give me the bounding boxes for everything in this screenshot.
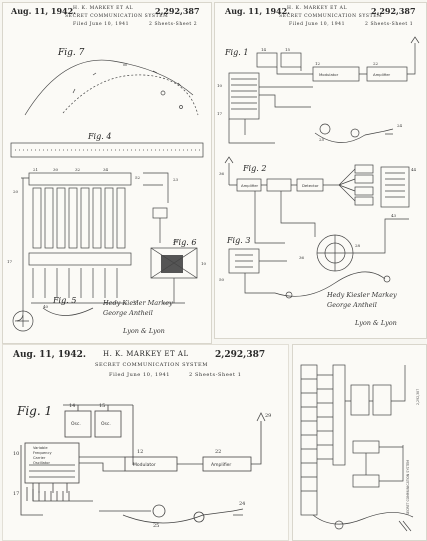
sheet-date: Aug. 11, 1942. <box>13 350 87 360</box>
block-osc-1-label: Osc. <box>71 421 81 427</box>
patent-sheet-2: Aug. 11, 1942. H. K. MARKEY ET AL 2,292,… <box>2 2 212 344</box>
fig-4-label: Fig. 4 <box>87 132 111 141</box>
svg-text:14: 14 <box>69 403 75 409</box>
block-amplifier-label: Amplifier <box>373 72 391 77</box>
rotated-number: 2,292,387 <box>416 389 420 405</box>
block-osc-2-label: Osc. <box>101 421 111 427</box>
patent-number: 2,292,387 <box>155 6 200 16</box>
sheet-inventors: H. K. MARKEY ET AL <box>287 6 348 11</box>
svg-text:15: 15 <box>99 403 105 409</box>
patent-sheet-rotated-partial: SECRET COMMUNICATION SYSTEM 2,292,387 <box>292 344 427 541</box>
sheet-inventors: H. K. MARKEY ET AL <box>73 6 134 11</box>
patent-drawing-rotated: SECRET COMMUNICATION SYSTEM 2,292,387 <box>300 364 420 532</box>
svg-text:43: 43 <box>391 213 397 218</box>
svg-text:36: 36 <box>219 171 225 176</box>
svg-text:28: 28 <box>355 243 361 248</box>
patent-sheet-1-enlarged: Aug. 11, 1942. H. K. MARKEY ET AL 2,292,… <box>2 344 289 541</box>
inventor-signature-1: Hedy Kiesler Markey <box>102 299 173 307</box>
sheets-note: 2 Sheets-Sheet 1 <box>365 22 414 27</box>
block-amplifier-2-label: Amplifier <box>241 183 259 188</box>
fig-1-label: Fig. 1 <box>16 404 52 418</box>
svg-text:32: 32 <box>75 167 81 172</box>
svg-text:10: 10 <box>217 83 223 88</box>
svg-text:17: 17 <box>7 259 13 264</box>
sheet-filed: Filed June 10, 1941 <box>73 22 130 27</box>
patent-number: 2,292,387 <box>215 350 266 360</box>
variable-oscillator-line-3: Carrier <box>33 456 46 460</box>
fig-6-label: Fig. 6 <box>172 238 196 247</box>
svg-text:20: 20 <box>13 189 19 194</box>
sheet-inventors: H. K. MARKEY ET AL <box>103 350 189 358</box>
attorney-signature: Lyon & Lyon <box>122 327 165 335</box>
svg-text:15: 15 <box>285 47 291 52</box>
svg-text:22: 22 <box>215 449 221 455</box>
svg-text:10: 10 <box>13 451 19 457</box>
sheets-note: 2 Sheets-Sheet 2 <box>149 22 198 27</box>
patent-drawing-sheet-1-enlarged: Osc. Osc. Modulator Amplifier Variable F… <box>13 403 271 529</box>
svg-text:50: 50 <box>219 277 225 282</box>
svg-text:52: 52 <box>135 175 141 180</box>
svg-text:36: 36 <box>299 255 305 260</box>
svg-text:25: 25 <box>319 137 325 142</box>
fig-1-label: Fig. 1 <box>224 48 248 57</box>
block-amplifier-label: Amplifier <box>211 462 231 468</box>
block-detector-label: Detector <box>302 183 319 188</box>
svg-text:40: 40 <box>43 304 49 309</box>
svg-text:21: 21 <box>33 167 38 172</box>
fig-3-label: Fig. 3 <box>226 236 250 245</box>
svg-text:25: 25 <box>153 523 159 529</box>
sheet-filed: Filed June 10, 1941 <box>109 372 171 378</box>
svg-text:22: 22 <box>373 61 379 66</box>
patent-number: 2,292,387 <box>371 6 416 16</box>
variable-oscillator-line-1: Variable <box>33 446 48 450</box>
block-modulator-label: Modulator <box>133 462 156 468</box>
fig-7-label: Fig. 7 <box>57 48 85 58</box>
variable-oscillator-line-4: Oscillator <box>33 461 50 465</box>
svg-text:17: 17 <box>13 491 19 497</box>
svg-text:14: 14 <box>261 47 267 52</box>
sheet-title: SECRET COMMUNICATION SYSTEM <box>95 362 208 368</box>
svg-text:29: 29 <box>265 413 271 419</box>
patent-sheet-1-full: Aug. 11, 1942. H. K. MARKEY ET AL 2,292,… <box>214 2 427 339</box>
svg-text:10: 10 <box>201 261 207 266</box>
svg-text:24: 24 <box>397 123 403 128</box>
svg-text:30: 30 <box>53 167 59 172</box>
svg-text:34: 34 <box>103 167 109 172</box>
svg-text:17: 17 <box>217 111 223 116</box>
inventor-signature-2: George Antheil <box>103 309 153 317</box>
fig-2-label: Fig. 2 <box>242 164 266 173</box>
fig-5-label: Fig. 5 <box>52 296 76 305</box>
svg-text:23: 23 <box>173 177 179 182</box>
svg-text:12: 12 <box>137 449 143 455</box>
svg-text:44: 44 <box>411 167 417 172</box>
rotated-title: SECRET COMMUNICATION SYSTEM <box>406 460 410 515</box>
sheet-title: SECRET COMMUNICATION SYSTEM <box>279 14 383 19</box>
svg-text:37: 37 <box>173 239 179 244</box>
sheet-filed: Filed June 10, 1941 <box>289 22 346 27</box>
svg-text:12: 12 <box>315 61 321 66</box>
patent-drawing-sheet-2: 21 30 32 34 52 23 20 17 40 50 37 10 Fig. 7 Fig. … <box>7 48 207 335</box>
patent-drawing-sheet-1: Modulator Amplifier Amplifier Detector 1… <box>217 36 420 327</box>
attorney-signature: Lyon & Lyon <box>354 319 397 327</box>
variable-oscillator-line-2: Frequency <box>33 451 52 455</box>
block-modulator-label: Modulator <box>319 72 339 77</box>
sheet-date: Aug. 11, 1942. <box>225 6 290 16</box>
sheet-title: SECRET COMMUNICATION SYSTEM <box>65 14 169 19</box>
sheets-note: 2 Sheets-Sheet 1 <box>189 372 242 378</box>
inventor-signature-2: George Antheil <box>327 301 377 309</box>
sheet-date: Aug. 11, 1942. <box>11 6 76 16</box>
svg-text:24: 24 <box>239 501 245 507</box>
inventor-signature-1: Hedy Kiesler Markey <box>326 291 397 299</box>
svg-text:50: 50 <box>133 299 139 304</box>
